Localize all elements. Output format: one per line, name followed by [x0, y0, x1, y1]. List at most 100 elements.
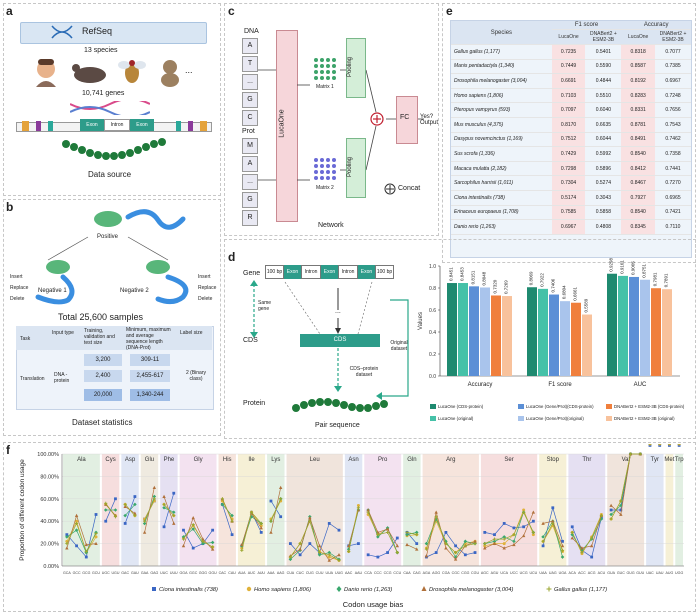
data-source-label: Data source	[88, 170, 132, 179]
gene-structure	[22, 121, 207, 131]
bar	[491, 295, 501, 376]
f1-lucaone-cell: 0.7235	[551, 44, 586, 60]
acc-dnabert-cell: 0.6967	[655, 73, 691, 89]
f1-lucaone-cell: 0.7298	[551, 161, 586, 177]
series-line	[610, 453, 641, 520]
series-line	[406, 532, 417, 535]
y-tick-label: 0.6	[429, 308, 436, 314]
data-point	[133, 495, 137, 498]
cds-box: CDS	[300, 334, 380, 347]
f1-dnabert-cell: 0.5992	[585, 146, 622, 162]
data-point	[522, 508, 526, 512]
codon-label: GCC	[73, 571, 81, 575]
label-size-cell: 2 (Binary class)	[185, 370, 206, 382]
data-point	[327, 550, 332, 555]
bar	[458, 283, 468, 376]
matrix1-label: Matrix 1	[316, 84, 334, 90]
codon-label: CCA	[364, 571, 372, 575]
series-line	[290, 516, 340, 561]
data-point	[541, 544, 545, 548]
fc-label: FC	[400, 114, 410, 121]
data-point	[541, 521, 545, 525]
amino-acid-label: Ser	[504, 457, 513, 463]
legend-label: LucaOne (original)	[438, 416, 474, 421]
data-point	[483, 531, 487, 534]
data-point	[75, 519, 79, 523]
codon-label: GGC	[189, 571, 198, 575]
data-point	[580, 548, 584, 553]
species-cell: Danio rerio (1,263)	[451, 219, 552, 235]
col-input-type: Input type	[52, 330, 74, 336]
acc-lucaone-cell: 0.8587	[621, 59, 655, 75]
acc-lucaone-cell: 0.8781	[621, 117, 655, 133]
bar	[480, 287, 490, 376]
data-point	[492, 541, 497, 545]
dna-base: C	[242, 110, 258, 126]
panel-f	[3, 442, 696, 612]
data-point	[619, 508, 623, 512]
codon-label: UAG	[549, 571, 557, 575]
data-point	[191, 546, 195, 550]
f1-dnabert-cell: 0.5590	[585, 59, 622, 75]
data-point	[619, 503, 623, 508]
f1-dnabert-cell: 0.3043	[585, 190, 622, 206]
series-line	[290, 520, 340, 561]
codon-label: GAU	[131, 571, 139, 575]
codon-label: AUU	[257, 571, 265, 575]
f1-dnabert-cell: 0.4808	[585, 219, 622, 235]
amino-acid-label: Tyr	[651, 457, 659, 463]
data-point	[512, 542, 516, 547]
acc-lucaone-cell: 0.8192	[621, 73, 655, 89]
codon-label: UAA	[539, 571, 547, 575]
codon-label: GGU	[209, 571, 218, 575]
f1-dnabert-cell: 0.5401	[585, 44, 622, 60]
dna-strand-icon	[70, 101, 150, 115]
codon-label: UUU	[170, 571, 178, 575]
gene-label: Gene	[243, 270, 261, 277]
series-line	[105, 503, 116, 517]
data-point	[599, 517, 604, 521]
data-point	[337, 528, 341, 532]
species-cell: Gallus gallus (1,177)	[451, 44, 552, 60]
series-line	[484, 511, 534, 544]
data-point	[521, 533, 526, 538]
data-point	[493, 533, 496, 537]
codon-label: GUA	[607, 571, 615, 575]
codon-label: GCG	[82, 571, 90, 575]
f1-lucaone-cell: 0.7512	[551, 132, 586, 148]
data-point	[560, 544, 565, 548]
bar-value-label: 0.8451	[449, 267, 454, 281]
data-point	[376, 555, 380, 559]
cds-protein-dataset-label: CDS–protein dataset	[349, 366, 379, 378]
acc-lucaone-cell: 0.8491	[621, 132, 655, 148]
legend-swatch	[518, 404, 524, 409]
bar	[607, 273, 617, 376]
network-connectors	[258, 58, 424, 181]
dots-label: ...	[335, 308, 341, 315]
codon-label: GUU	[636, 571, 644, 575]
bar-value-label: 0.7406	[551, 278, 556, 292]
data-point	[123, 513, 127, 518]
data-point	[181, 544, 186, 548]
data-point	[279, 515, 283, 519]
col-label-size: Label size	[180, 330, 203, 336]
data-point	[94, 513, 98, 516]
series-line	[124, 504, 136, 516]
data-point	[473, 551, 477, 554]
delete-label-2: Delete	[198, 296, 213, 302]
mouse-icon	[72, 64, 106, 83]
data-point	[288, 542, 292, 545]
bar-value-label: 0.7269	[504, 280, 509, 294]
size-cell-2: 2,400	[84, 370, 122, 382]
species-cell: Sarcophilus harrisii (1,011)	[451, 175, 552, 191]
data-point	[531, 510, 536, 514]
amino-acid-label: Glu	[145, 457, 154, 463]
data-point	[114, 497, 117, 501]
data-point	[230, 533, 234, 537]
species-count: 13 species	[84, 47, 118, 54]
